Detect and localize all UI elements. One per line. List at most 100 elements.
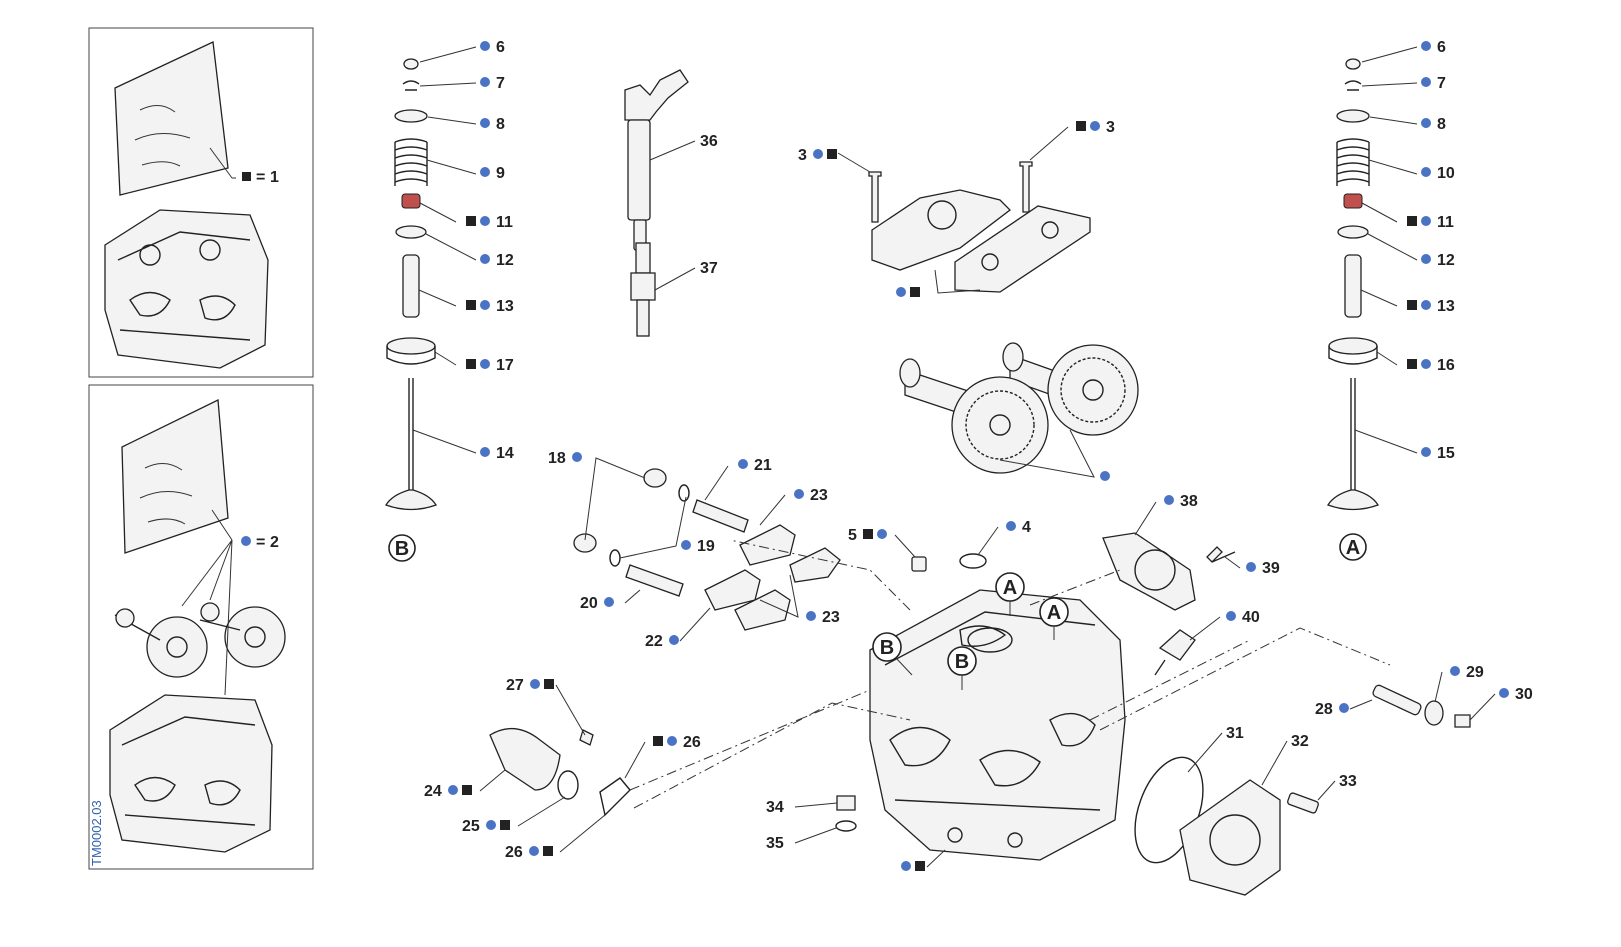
callout-c19: 19 xyxy=(619,496,715,559)
callout-leader-line xyxy=(894,534,916,558)
callout-leader-line xyxy=(1469,693,1496,721)
callout-number: 31 xyxy=(1226,725,1244,742)
callout-c29: 29 xyxy=(1434,664,1484,703)
callout-c9: 9 xyxy=(426,159,505,182)
dot-marker xyxy=(1421,167,1431,177)
callout-c39: 39 xyxy=(1224,556,1280,577)
dot-marker xyxy=(480,41,490,51)
callout-leader-line xyxy=(934,269,981,294)
callout-leader-line xyxy=(419,82,477,87)
dot-marker xyxy=(1226,611,1236,621)
callout-leader-line xyxy=(1369,116,1418,125)
callout-leader-line xyxy=(759,574,799,618)
callout-c10: 10 xyxy=(1368,159,1455,182)
callout-leader-line xyxy=(759,494,786,526)
callout-leader-line xyxy=(1187,732,1223,773)
callout-number: 20 xyxy=(580,595,598,612)
callout-leader-line xyxy=(649,140,696,161)
callout-number: 23 xyxy=(822,609,840,626)
callout-leader-line xyxy=(1189,616,1221,641)
callout-leader-line xyxy=(999,429,1095,478)
callout-number: 17 xyxy=(496,357,514,374)
callout-number: 38 xyxy=(1180,493,1198,510)
callout-leader-line xyxy=(1261,740,1288,786)
dot-marker xyxy=(480,118,490,128)
dot-marker xyxy=(1421,118,1431,128)
callout-c16: 16 xyxy=(1376,351,1455,374)
callout-leader-line xyxy=(654,267,696,291)
callout-c8b: 8 xyxy=(1369,116,1446,133)
callout-leader-line xyxy=(624,589,641,604)
dot-marker xyxy=(480,216,490,226)
callout-number: 40 xyxy=(1242,609,1260,626)
callout-leader-line xyxy=(1361,202,1398,223)
square-marker xyxy=(500,820,510,830)
callout-number: 26 xyxy=(683,734,701,751)
callout-c18: 18 xyxy=(548,450,646,541)
reference-letter-a: A xyxy=(1346,537,1360,559)
callout-leader-line xyxy=(679,607,711,642)
camshaft-pair-illustration xyxy=(114,602,286,678)
callout-leader-line xyxy=(1354,429,1418,454)
dot-marker xyxy=(738,459,748,469)
dot-marker xyxy=(806,611,816,621)
dot-marker xyxy=(480,447,490,457)
callout-number: 13 xyxy=(496,298,514,315)
callout-c11a: 11 xyxy=(419,202,513,231)
square-marker xyxy=(915,861,925,871)
dot-marker xyxy=(681,540,691,550)
callout-leader-line xyxy=(1360,289,1398,307)
dot-marker xyxy=(480,77,490,87)
callout-number: 29 xyxy=(1466,664,1484,681)
callout-number: 7 xyxy=(1437,75,1446,92)
dot-marker xyxy=(604,597,614,607)
dot-marker xyxy=(572,452,582,462)
kit-2-callout: = 2 xyxy=(241,534,279,551)
callout-leader-line xyxy=(426,159,477,175)
callout-number: 36 xyxy=(700,133,718,150)
kit-1-number: 1 xyxy=(270,169,279,186)
callout-leader-line xyxy=(419,202,457,223)
callout-leader-line xyxy=(1368,159,1418,175)
callout-number: 9 xyxy=(496,165,505,182)
square-marker xyxy=(466,300,476,310)
square-marker xyxy=(910,287,920,297)
kit-1-callout: = 1 xyxy=(242,169,279,186)
callout-leader-line xyxy=(425,233,477,261)
dot-marker xyxy=(669,635,679,645)
callout-c25: 25 xyxy=(462,796,566,835)
dot-marker xyxy=(486,820,496,830)
dot-marker xyxy=(1450,666,1460,676)
square-marker xyxy=(1407,300,1417,310)
dot-marker xyxy=(901,861,911,871)
kit-panel-1: = 1 xyxy=(88,27,314,378)
callout-c5: 5 xyxy=(848,527,916,558)
dot-marker xyxy=(1421,359,1431,369)
callout-number: 7 xyxy=(496,75,505,92)
callout-c31: 31 xyxy=(1187,725,1244,773)
callout-c13a: 13 xyxy=(418,289,514,315)
square-marker xyxy=(466,359,476,369)
callout-c26a: 26 xyxy=(624,734,701,779)
callout-number: 11 xyxy=(496,214,513,231)
callout-number: 13 xyxy=(1437,298,1455,315)
dot-marker xyxy=(667,736,677,746)
callout-c28: 28 xyxy=(1315,699,1373,718)
square-marker xyxy=(863,529,873,539)
kit-2-number: 2 xyxy=(270,534,279,551)
valve-stack-a xyxy=(1327,58,1379,511)
callout-c12b: 12 xyxy=(1367,233,1455,269)
callout-leader-line xyxy=(1317,780,1336,801)
callout-leader-line xyxy=(1367,233,1418,261)
square-marker xyxy=(466,216,476,226)
callout-leader-line xyxy=(1434,671,1443,703)
callout-c22: 22 xyxy=(645,607,711,650)
dot-marker xyxy=(794,489,804,499)
spark-plug xyxy=(630,242,656,337)
cam-caps xyxy=(871,189,1091,293)
callout-c12a: 12 xyxy=(425,233,514,269)
callout-leader-line xyxy=(619,496,687,559)
callout-c3b: 3 xyxy=(1029,119,1115,161)
callout-leader-line xyxy=(1134,501,1157,536)
